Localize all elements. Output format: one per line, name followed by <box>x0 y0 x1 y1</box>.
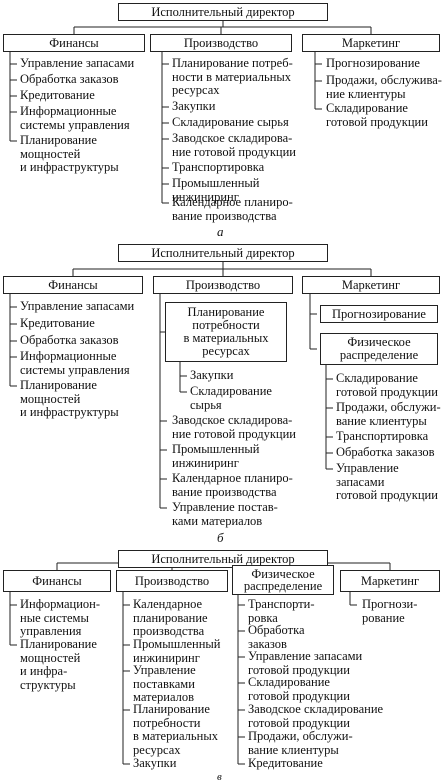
a-finance-title: Финансы <box>49 36 99 50</box>
b-prod-item-1: Заводское складирова- ние готовой продук… <box>172 413 296 441</box>
b-prod-subitem-1: Закупки <box>190 368 234 382</box>
c-marketing-title: Маркетинг <box>360 574 420 588</box>
b-prod-subbox-label: Планирование потребности в материальных … <box>183 305 269 358</box>
b-mkt-subitem-2: Продажи, обслужи- вание клиентуры <box>336 400 441 428</box>
c-dist-item-2: Обработка заказов <box>248 623 305 651</box>
b-fin-item-4: Информационные системы управления <box>20 349 130 377</box>
a-fin-item-5: Планирование мощностей и инфраструктуры <box>20 133 119 174</box>
c-mkt-item-1: Прогнози- рование <box>362 597 418 625</box>
a-prod-item-6: Промышленный инжиниринг <box>172 176 260 204</box>
b-marketing-title: Маркетинг <box>341 278 401 292</box>
b-ceo-label: Исполнительный директор <box>151 246 295 260</box>
c-ceo-label: Исполнительный директор <box>151 552 295 566</box>
b-prod-item-4: Управление постав- ками материалов <box>172 500 278 528</box>
a-fin-item-1: Управление запасами <box>20 56 135 70</box>
c-ceo-box: Исполнительный директор <box>118 550 328 568</box>
a-marketing-title: Маркетинг <box>341 36 401 50</box>
b-mkt-subitem-4: Обработка заказов <box>336 445 435 459</box>
a-ceo-label: Исполнительный директор <box>151 5 295 19</box>
c-dist-item-4: Складирование готовой продукции <box>248 675 350 703</box>
b-prod-subbox: Планирование потребности в материальных … <box>165 302 287 362</box>
b-production-title: Производство <box>185 278 261 292</box>
a-fin-item-3: Кредитование <box>20 88 95 102</box>
b-production-box: Производство <box>153 276 293 294</box>
a-prod-item-2: Закупки <box>172 99 216 113</box>
a-production-box: Производство <box>150 34 292 52</box>
b-mkt-subitem-1: Складирование готовой продукции <box>336 371 438 399</box>
b-fin-item-2: Кредитование <box>20 316 95 330</box>
b-ceo-box: Исполнительный директор <box>118 244 328 262</box>
a-prod-item-3: Складирование сырья <box>172 115 289 129</box>
a-fin-item-4: Информационные системы управления <box>20 104 130 132</box>
c-production-title: Производство <box>134 574 210 588</box>
a-mkt-item-2: Продажи, обслужива- ние клиентуры <box>326 73 442 101</box>
c-finance-title: Финансы <box>32 574 82 588</box>
c-finance-box: Финансы <box>3 570 111 592</box>
b-prod-item-3: Календарное планиро- вание производства <box>172 471 293 499</box>
a-ceo-box: Исполнительный директор <box>118 3 328 21</box>
b-prod-subitem-2: Складирование сырья <box>190 384 272 412</box>
b-mkt-subbox-distribution-label: Физическое распределение <box>339 335 419 362</box>
c-dist-item-6: Продажи, обслужи- вание клиентуры <box>248 729 353 757</box>
a-prod-item-1: Планирование потреб- ности в материальны… <box>172 56 293 97</box>
c-dist-item-1: Транспорти- ровка <box>248 597 315 625</box>
c-caption: в <box>217 771 222 783</box>
c-distribution-box: Физическое распределение <box>232 565 334 595</box>
c-prod-item-3: Управление поставками материалов <box>133 663 196 704</box>
a-mkt-item-3: Складирование готовой продукции <box>326 101 428 129</box>
b-fin-item-5: Планирование мощностей и инфраструктуры <box>20 378 119 419</box>
b-mkt-subbox-distribution: Физическое распределение <box>320 333 438 365</box>
b-finance-title: Финансы <box>48 278 98 292</box>
c-production-box: Производство <box>116 570 228 592</box>
b-mkt-subitem-3: Транспортировка <box>336 429 429 443</box>
c-dist-item-5: Заводское складирование готовой продукци… <box>248 702 384 730</box>
c-prod-item-4: Планирование потребности в материальных … <box>133 702 218 757</box>
a-caption: а <box>217 224 224 239</box>
a-prod-item-4: Заводское складирова- ние готовой продук… <box>172 131 296 159</box>
b-finance-box: Финансы <box>3 276 143 294</box>
c-fin-item-2: Планирование мощностей и инфра- структур… <box>20 637 97 692</box>
a-prod-item-5: Транспортировка <box>172 160 265 174</box>
a-production-title: Производство <box>183 36 259 50</box>
c-marketing-box: Маркетинг <box>340 570 440 592</box>
c-dist-item-7: Кредитование <box>248 756 323 770</box>
b-prod-item-2: Промышленный инжиниринг <box>172 442 260 470</box>
c-prod-item-2: Промышленный инжиниринг <box>133 637 221 665</box>
c-prod-item-5: Закупки <box>133 756 177 770</box>
b-mkt-subitem-5: Управление запасами готовой продукции <box>336 461 438 502</box>
a-prod-item-7: Календарное планиро- вание производства <box>172 195 293 223</box>
a-marketing-box: Маркетинг <box>302 34 440 52</box>
c-dist-item-3: Управление запасами готовой продукции <box>248 649 363 677</box>
c-prod-item-1: Календарное планирование производства <box>133 597 208 638</box>
b-fin-item-1: Управление запасами <box>20 299 135 313</box>
a-fin-item-2: Обработка заказов <box>20 72 119 86</box>
b-fin-item-3: Обработка заказов <box>20 333 119 347</box>
c-distribution-title: Физическое распределение <box>243 566 323 593</box>
c-fin-item-1: Информацион- ные системы управления <box>20 597 100 638</box>
b-mkt-subbox-forecast-label: Прогнозирование <box>332 307 426 321</box>
b-mkt-subbox-forecast: Прогнозирование <box>320 305 438 323</box>
a-mkt-item-1: Прогнозирование <box>326 56 420 70</box>
a-finance-box: Финансы <box>3 34 145 52</box>
b-marketing-box: Маркетинг <box>302 276 440 294</box>
b-caption: б <box>217 530 224 545</box>
